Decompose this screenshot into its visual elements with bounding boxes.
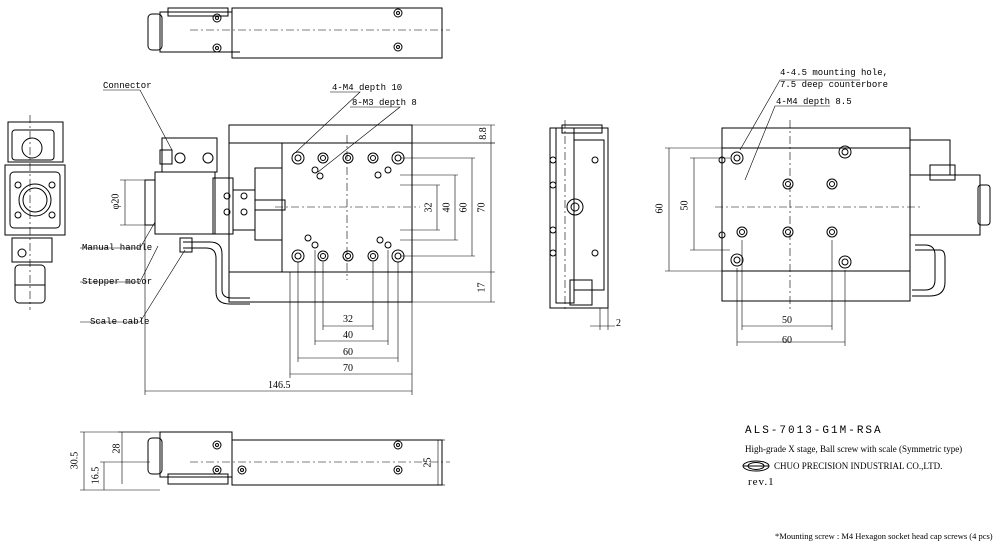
dim-60-bottom-vertical: 60 (654, 203, 666, 214)
dim-32-horizontal: 32 (343, 314, 353, 325)
front-view (80, 431, 450, 491)
dim-50-bottom-horizontal: 50 (782, 315, 792, 326)
top-view (147, 7, 450, 59)
right-side-view (549, 120, 615, 330)
dim-146-5: 146.5 (268, 380, 291, 391)
dim-25: 25 (422, 457, 434, 468)
dim-60-bottom-horizontal: 60 (782, 335, 792, 346)
dim-60-vertical: 60 (458, 202, 470, 213)
dim-50-bottom-vertical: 50 (679, 200, 691, 211)
dim-17: 17 (476, 282, 488, 293)
dim-2: 2 (616, 318, 621, 329)
connector-callout: Connector (103, 81, 152, 91)
company-name: CHUO PRECISION INDUSTRIAL CO.,LTD. (774, 461, 943, 471)
main-dims (80, 89, 495, 395)
dim-40-vertical: 40 (441, 202, 453, 213)
dim-phi20: φ20 (110, 193, 122, 210)
dim-60-horizontal: 60 (343, 347, 353, 358)
scale-cable-callout: Scale cable (90, 317, 150, 327)
dim-16-5: 16.5 (90, 466, 102, 485)
company-logo (742, 460, 770, 472)
m3-depth8-callout: 8-M3 depth 8 (352, 98, 417, 108)
manual-handle-callout: Manual handle (82, 243, 153, 253)
m4-depth85-callout: 4-M4 depth 8.5 (776, 97, 852, 107)
mounting-hole-callout-2: 7.5 deep counterbore (780, 80, 889, 90)
mounting-hole-callout-1: 4-4.5 mounting hole, (780, 68, 889, 78)
dim-28: 28 (111, 443, 123, 454)
dim-40-horizontal: 40 (343, 330, 353, 341)
dim-70-horizontal: 70 (343, 363, 353, 374)
dim-8-8: 8.8 (477, 127, 489, 140)
dim-32-vertical: 32 (423, 202, 435, 213)
m4-depth10-callout: 4-M4 depth 10 (332, 83, 403, 93)
revision-label: rev.1 (748, 476, 775, 488)
main-plan-view (144, 124, 420, 305)
dim-30-5: 30.5 (69, 451, 81, 470)
model-number: ALS-7013-G1M-RSA (745, 425, 883, 437)
left-end-view (4, 115, 66, 310)
dim-70-vertical: 70 (476, 202, 488, 213)
table-holes (291, 151, 405, 263)
stage-description: High-grade X stage, Ball screw with scal… (745, 444, 963, 454)
bottom-view (665, 79, 991, 346)
mounting-screw-note: *Mounting screw : M4 Hexagon socket head… (775, 531, 993, 541)
stepper-motor-callout: Stepper motor (82, 277, 153, 287)
